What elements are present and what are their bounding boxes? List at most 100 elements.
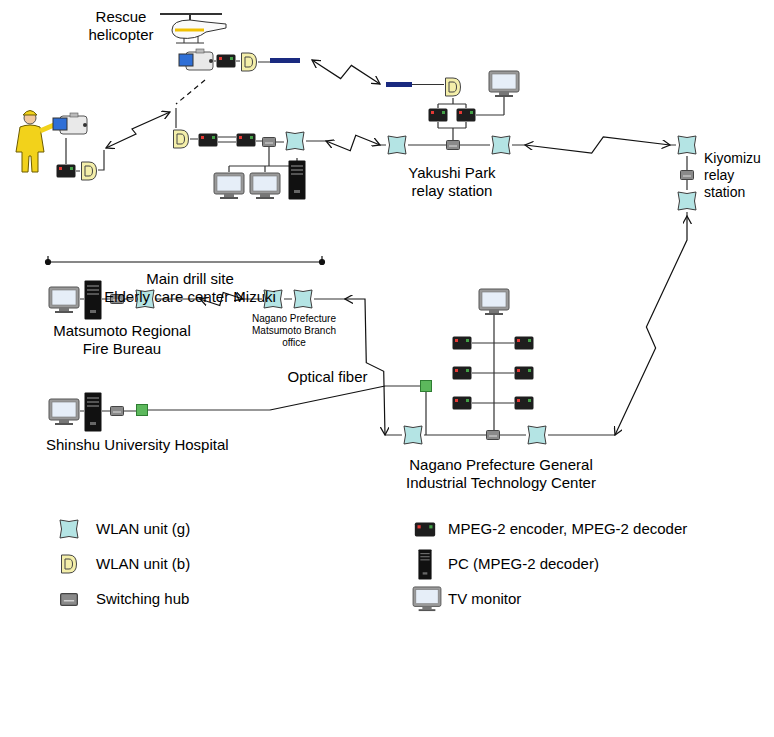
site-label: Matsumoto Regional Fire Bureau: [46, 322, 198, 358]
site-group: Rescue helicopter: [84, 6, 312, 80]
switching-hub: [681, 171, 694, 180]
mpeg2-encoder: [237, 134, 256, 147]
site-group: Shinshu University Hospital: [44, 390, 270, 458]
switching-hub: [447, 141, 460, 150]
legend-item: PC (MPEG-2 decoder): [448, 555, 599, 573]
radio-link: [345, 299, 385, 435]
legend-label: PC (MPEG-2 decoder): [448, 555, 599, 573]
tv-monitor: [250, 173, 280, 199]
pc-decoder: [289, 161, 306, 200]
legend-icon: [415, 523, 435, 537]
mpeg2-encoder: [57, 165, 76, 178]
legend-icon: [60, 520, 78, 538]
legend-icon: [418, 549, 431, 579]
helmet: [23, 111, 37, 116]
legend-icon: [413, 587, 441, 611]
site-label: Shinshu University Hospital: [46, 436, 268, 454]
wlan-g-unit: [388, 136, 406, 154]
antenna: [386, 82, 412, 87]
video-camera: [53, 113, 87, 134]
firefighter-figure: [16, 111, 54, 173]
legend-item: WLAN unit (g): [96, 520, 190, 538]
legend-label: MPEG-2 encoder, MPEG-2 decoder: [448, 520, 687, 538]
tv-monitor: [214, 173, 244, 199]
site-label-text: Nagano Prefecture Matsumoto Branch offic…: [245, 313, 343, 349]
rotor-mast: [189, 14, 191, 20]
switching-hub: [111, 407, 124, 416]
site-group: Main drill siteElderly care center Mizuk…: [6, 104, 326, 314]
radio-link: [615, 216, 687, 435]
wlan-b-unit: [174, 130, 189, 148]
radio-link: [312, 60, 380, 84]
wlan-b-unit: [242, 53, 257, 71]
pc-decoder: [85, 393, 102, 432]
site-label-text: Rescue helicopter: [84, 8, 158, 44]
pc-decoder: [85, 281, 102, 320]
wlan-b-unit: [446, 78, 461, 96]
site-label: Nagano Prefecture General Industrial Tec…: [390, 456, 612, 492]
helicopter-icon: [160, 14, 226, 43]
site-group: Nagano Prefecture General Industrial Tec…: [385, 282, 615, 497]
helicopter-body: [172, 20, 226, 38]
wlan-g-unit: [294, 290, 312, 308]
legend-icon: [61, 594, 78, 606]
connectors: [176, 60, 687, 435]
site-group: Kiyomizu relay station: [670, 132, 768, 216]
site-label-text: Nagano Prefecture General Industrial Tec…: [390, 456, 612, 492]
radio-link: [106, 112, 170, 148]
site-label-text: Yakushi Park relay station: [396, 164, 508, 200]
legend-item: TV monitor: [448, 590, 521, 608]
mpeg2-encoder: [217, 55, 236, 68]
switching-hub: [263, 138, 276, 147]
mpeg2-encoder: [453, 367, 472, 380]
wlan-b-unit: [82, 162, 97, 180]
site-label: Main drill siteElderly care center Mizuk…: [60, 270, 320, 306]
mpeg2-decoder: [199, 134, 218, 147]
tv-monitor: [489, 71, 519, 97]
suit: [16, 125, 44, 172]
cable-lines: [66, 61, 687, 435]
tv-monitor: [49, 399, 79, 425]
legend-label: Switching hub: [96, 590, 189, 608]
site-bracket: [46, 256, 325, 265]
optical-cable: [80, 410, 270, 411]
legend-item: WLAN unit (b): [96, 555, 190, 573]
site-label-text: Shinshu University Hospital: [46, 436, 268, 454]
skids: [176, 36, 204, 43]
legend-icon: [62, 555, 77, 573]
site-label: Rescue helicopter: [84, 8, 158, 44]
antenna: [270, 58, 300, 63]
radio-link: [525, 137, 670, 153]
legend-label: WLAN unit (b): [96, 555, 190, 573]
edge-label-box: Optical fiber: [285, 368, 369, 386]
site-label-text: Elderly care center Mizuki: [60, 288, 320, 306]
wlan-g-unit: [678, 192, 696, 210]
site-label-text: Matsumoto Regional Fire Bureau: [46, 322, 198, 358]
mpeg2-encoder: [453, 337, 472, 350]
mpeg2-decoder: [515, 337, 534, 350]
site-label-text: Main drill site: [60, 270, 320, 288]
radio-link: [270, 386, 385, 410]
mpeg2-decoder: [457, 109, 476, 122]
mpeg2-decoder: [515, 397, 534, 410]
arm: [40, 125, 54, 131]
dashed-link: [176, 80, 205, 104]
mpeg2-decoder: [515, 367, 534, 380]
legend-item: MPEG-2 encoder, MPEG-2 decoder: [448, 520, 687, 538]
tv-monitor: [479, 289, 509, 315]
tv-monitor: [49, 287, 79, 313]
bracket-line: [48, 256, 322, 262]
cable: [385, 315, 615, 435]
legend-label: WLAN unit (g): [96, 520, 190, 538]
site-label: Kiyomizu relay station: [704, 150, 766, 200]
media-converter: [137, 405, 148, 416]
wlan-g-unit: [492, 136, 510, 154]
edge-label: Optical fiber: [287, 368, 367, 386]
legend-label: TV monitor: [448, 590, 521, 608]
bracket-dot: [46, 260, 51, 265]
legend-item: Switching hub: [96, 590, 189, 608]
